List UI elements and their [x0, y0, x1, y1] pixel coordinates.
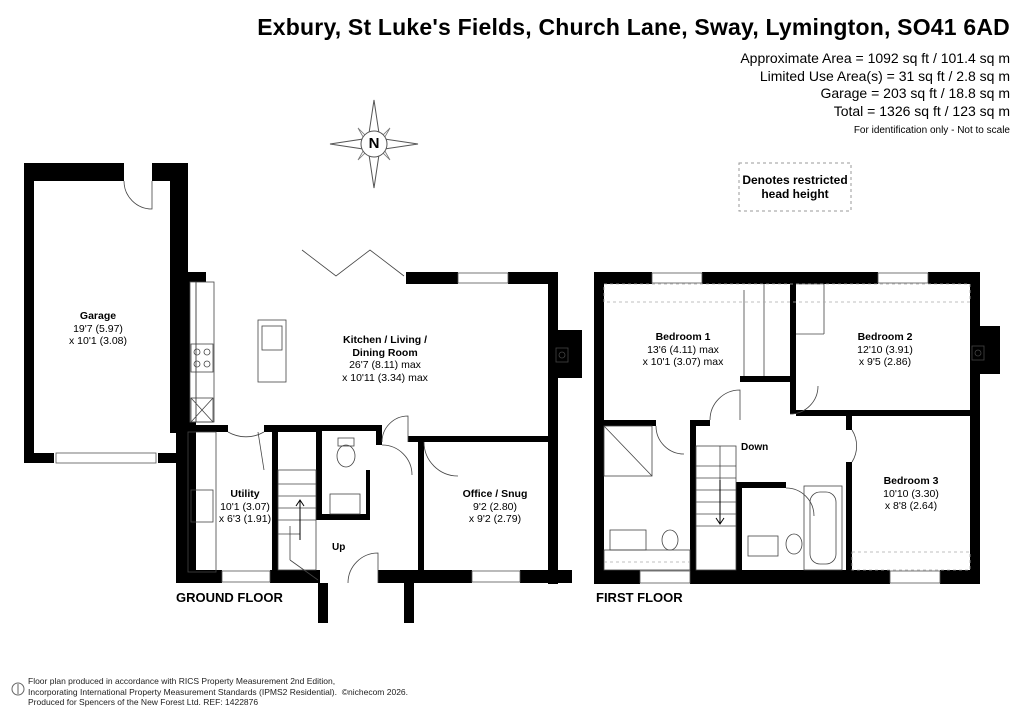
room-dimension: 9'2 (2.80)	[472, 500, 518, 513]
room-dimension: 12'10 (3.91)	[857, 343, 913, 356]
room-dimension: 10'1 (3.07)	[220, 500, 270, 513]
room-name: Dining Room	[352, 346, 418, 359]
stairs-down-label: Down	[741, 442, 769, 453]
fixtures	[123, 180, 985, 584]
garage-area: Garage = 203 sq ft / 18.8 sq m	[820, 85, 1011, 101]
stair-arrows	[295, 480, 725, 540]
first-floor-label: FIRST FLOOR	[596, 590, 683, 605]
room-office-snug: Office / Snug 9'2 (2.80) x 9'2 (2.79)	[440, 488, 550, 526]
total-area: Total = 1326 sq ft / 123 sq m	[833, 102, 1010, 119]
area-summary: Approximate Area = 1092 sq ft / 101.4 sq…	[740, 50, 1010, 140]
compass-north-label: N	[368, 135, 380, 152]
ground-floor-label: GROUND FLOOR	[176, 590, 283, 605]
compass-icon	[329, 99, 419, 189]
windows	[55, 272, 941, 584]
room-dimension: 13'6 (4.11) max	[647, 343, 719, 356]
room-garage: Garage 19'7 (5.97) x 10'1 (3.08)	[48, 310, 148, 348]
footer-line-2: Incorporating International Property Mea…	[28, 686, 409, 697]
restricted-head-height-legend: Denotes restricted head height	[742, 173, 848, 201]
room-name: Bedroom 2	[857, 331, 913, 343]
room-dimension: 26'7 (8.11) max	[349, 359, 421, 371]
room-name: Bedroom 3	[883, 475, 939, 487]
room-utility: Utility 10'1 (3.07) x 6'3 (1.91)	[210, 488, 280, 526]
room-bedroom-1: Bedroom 1 13'6 (4.11) max x 10'1 (3.07) …	[628, 331, 738, 369]
room-bedroom-2: Bedroom 2 12'10 (3.91) x 9'5 (2.86)	[830, 331, 940, 369]
room-bedroom-3: Bedroom 3 10'10 (3.30) x 8'8 (2.64)	[856, 475, 966, 513]
legend-box	[738, 162, 852, 212]
room-name: Bedroom 1	[655, 331, 711, 343]
room-dimension: x 9'2 (2.79)	[468, 513, 522, 525]
room-dimension: 10'10 (3.30)	[883, 487, 939, 500]
room-name: Garage	[79, 310, 117, 322]
room-name: Kitchen / Living /	[342, 334, 427, 346]
restricted-areas	[603, 283, 971, 571]
footer-line-3: Produced for Spencers of the New Forest …	[28, 697, 259, 707]
footer-line-1: Floor plan produced in accordance with R…	[28, 676, 336, 686]
stairs-up-label: Up	[332, 542, 346, 553]
room-dimension: x 10'1 (3.08)	[68, 335, 128, 347]
room-kitchen-living-dining: Kitchen / Living / Dining Room 26'7 (8.1…	[320, 334, 450, 384]
footer-copyright: ©nichecom 2026.	[341, 686, 409, 697]
room-dimension: x 6'3 (1.91)	[218, 513, 272, 525]
room-dimension: x 9'5 (2.86)	[858, 356, 912, 368]
room-dimension: x 10'11 (3.34) max	[342, 371, 428, 384]
room-dimension: x 10'1 (3.07) max	[642, 356, 724, 368]
page-title: Exbury, St Luke's Fields, Church Lane, S…	[257, 14, 1010, 40]
room-name: Utility	[230, 488, 260, 500]
room-dimension: x 8'8 (2.64)	[884, 500, 938, 512]
limited-use-area: Limited Use Area(s) = 31 sq ft / 2.8 sq …	[759, 67, 1010, 84]
room-dimension: 19'7 (5.97)	[73, 322, 123, 335]
footer-notes: Floor plan produced in accordance with R…	[28, 676, 408, 708]
identification-note: For identification only - Not to scale	[853, 125, 1010, 136]
approximate-area: Approximate Area = 1092 sq ft / 101.4 sq…	[740, 50, 1010, 66]
room-name: Office / Snug	[462, 488, 528, 500]
walls	[24, 163, 1000, 623]
